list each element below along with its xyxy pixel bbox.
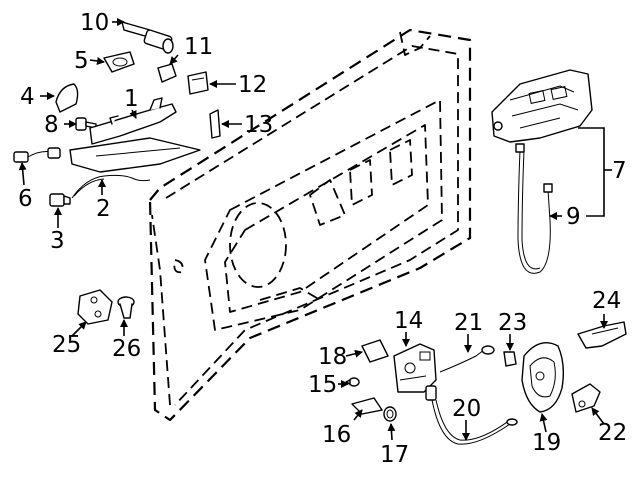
- callout-9: 9: [566, 204, 581, 230]
- callout-16: 16: [322, 422, 351, 448]
- part-22-actuator: [571, 383, 601, 413]
- part-2-cable: [71, 174, 151, 199]
- callout-2: 2: [96, 196, 111, 222]
- callout-23: 23: [498, 310, 527, 336]
- callout-4: 4: [20, 84, 35, 110]
- part-17-grommet: [383, 406, 397, 422]
- part-26-bolt: [117, 296, 135, 319]
- callout-1: 1: [124, 86, 139, 112]
- callout-25: 25: [52, 332, 81, 358]
- part-16-clip: [351, 397, 383, 415]
- door-shell: [148, 28, 472, 422]
- part-23-clip: [503, 351, 517, 367]
- callout-17: 17: [380, 442, 409, 468]
- part-3-plug: [49, 193, 71, 207]
- part-19-fuel-door: [521, 342, 565, 413]
- callout-3: 3: [50, 228, 65, 254]
- leader-lines: [18, 18, 612, 441]
- part-5-bezel: [103, 51, 135, 73]
- part-6-connector: [13, 147, 61, 163]
- callout-5: 5: [74, 48, 89, 74]
- part-18-bracket: [361, 339, 389, 363]
- callout-21: 21: [454, 310, 483, 336]
- part-7-lock-actuator: [491, 69, 593, 143]
- callout-22: 22: [598, 420, 627, 446]
- callout-18: 18: [318, 344, 347, 370]
- callout-24: 24: [592, 288, 621, 314]
- part-12-bracket: [187, 71, 209, 95]
- part-11-cap: [157, 63, 177, 83]
- callout-13: 13: [244, 112, 273, 138]
- part-1-outside-handle: [89, 97, 177, 145]
- part-25-hinge-plate: [77, 289, 113, 325]
- callout-20: 20: [452, 396, 481, 422]
- callout-12: 12: [238, 72, 267, 98]
- part-handle-carrier: [69, 137, 201, 173]
- part-24-handle: [577, 321, 627, 349]
- callout-14: 14: [394, 308, 423, 334]
- callout-11: 11: [184, 34, 213, 60]
- part-4-cover: [55, 83, 79, 113]
- callout-6: 6: [18, 186, 33, 212]
- part-10-lock-cylinder: [121, 21, 174, 54]
- part-7-actuator-cables: [515, 143, 553, 274]
- callout-10: 10: [80, 10, 109, 36]
- callout-19: 19: [532, 430, 561, 456]
- part-13-clip: [209, 109, 221, 139]
- part-20-cable: [425, 385, 518, 445]
- part-14-latch: [393, 343, 437, 393]
- callout-numbers: 10 5 11 12 4 1 8 13 6 2 3 7 9 24 14 21 2…: [18, 10, 627, 468]
- callout-15: 15: [308, 372, 337, 398]
- callout-7: 7: [612, 158, 627, 184]
- part-21-rod: [439, 345, 495, 373]
- callout-26: 26: [112, 336, 141, 362]
- callout-8: 8: [44, 112, 59, 138]
